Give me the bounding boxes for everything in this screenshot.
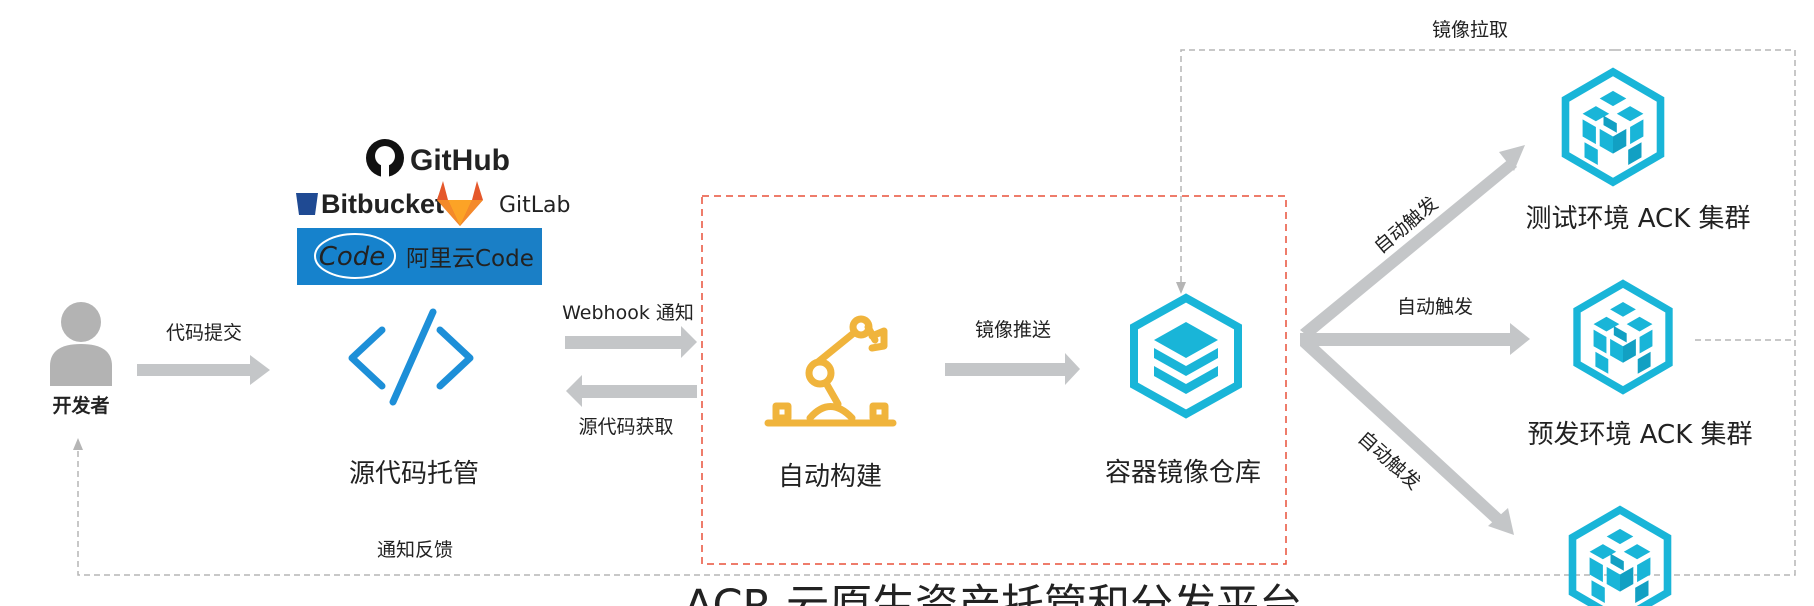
webhook-label: Webhook 通知 xyxy=(562,302,694,324)
source-hosting-label: 源代码托管 xyxy=(349,459,479,489)
staging-cluster-label: 预发环境 ACK 集群 xyxy=(1527,420,1752,450)
platform-box xyxy=(701,195,1287,565)
auto-build-label: 自动构建 xyxy=(778,462,882,492)
gitlab-label: GitLab xyxy=(499,193,571,218)
image-push-arrow xyxy=(945,353,1080,385)
source-fetch-label: 源代码获取 xyxy=(578,416,673,438)
trigger-arrow-top xyxy=(1300,145,1525,338)
registry-label: 容器镜像仓库 xyxy=(1105,458,1261,488)
feedback-label: 通知反馈 xyxy=(377,539,453,561)
image-push-label: 镜像推送 xyxy=(975,319,1051,341)
registry-icon xyxy=(1130,293,1242,419)
developer-label: 开发者 xyxy=(52,394,109,417)
commit-arrow xyxy=(137,355,270,385)
prod-cluster-icon xyxy=(1573,510,1668,606)
commit-label: 代码提交 xyxy=(166,322,242,344)
aliyun-code-logo: Code xyxy=(319,242,386,272)
code-icon xyxy=(348,308,474,406)
test-cluster-icon xyxy=(1566,72,1661,182)
image-pull-line xyxy=(1176,49,1796,340)
aliyun-code-badge xyxy=(297,228,542,285)
github-icon xyxy=(366,139,404,177)
source-fetch-arrow xyxy=(566,375,697,407)
robot-arm-icon xyxy=(764,315,897,427)
image-pull-label: 镜像拉取 xyxy=(1432,19,1508,41)
trigger-arrow-bottom xyxy=(1300,338,1514,535)
trigger-arrow-mid xyxy=(1300,323,1530,355)
webhook-arrow xyxy=(565,326,697,358)
staging-cluster-icon xyxy=(1577,284,1669,391)
feedback-line xyxy=(73,339,1796,576)
aliyun-code-label: 阿里云Code xyxy=(406,246,534,272)
platform-title: ACR 云原生资产托管和分发平台 xyxy=(684,581,1302,606)
developer-icon xyxy=(50,302,112,386)
auto-trigger-mid-label: 自动触发 xyxy=(1397,296,1473,318)
test-cluster-label: 测试环境 ACK 集群 xyxy=(1525,204,1750,234)
github-label: GitHub xyxy=(410,144,510,177)
gitlab-icon xyxy=(437,181,483,226)
bitbucket-label: Bitbucket xyxy=(321,189,444,219)
bitbucket-icon xyxy=(296,193,318,215)
